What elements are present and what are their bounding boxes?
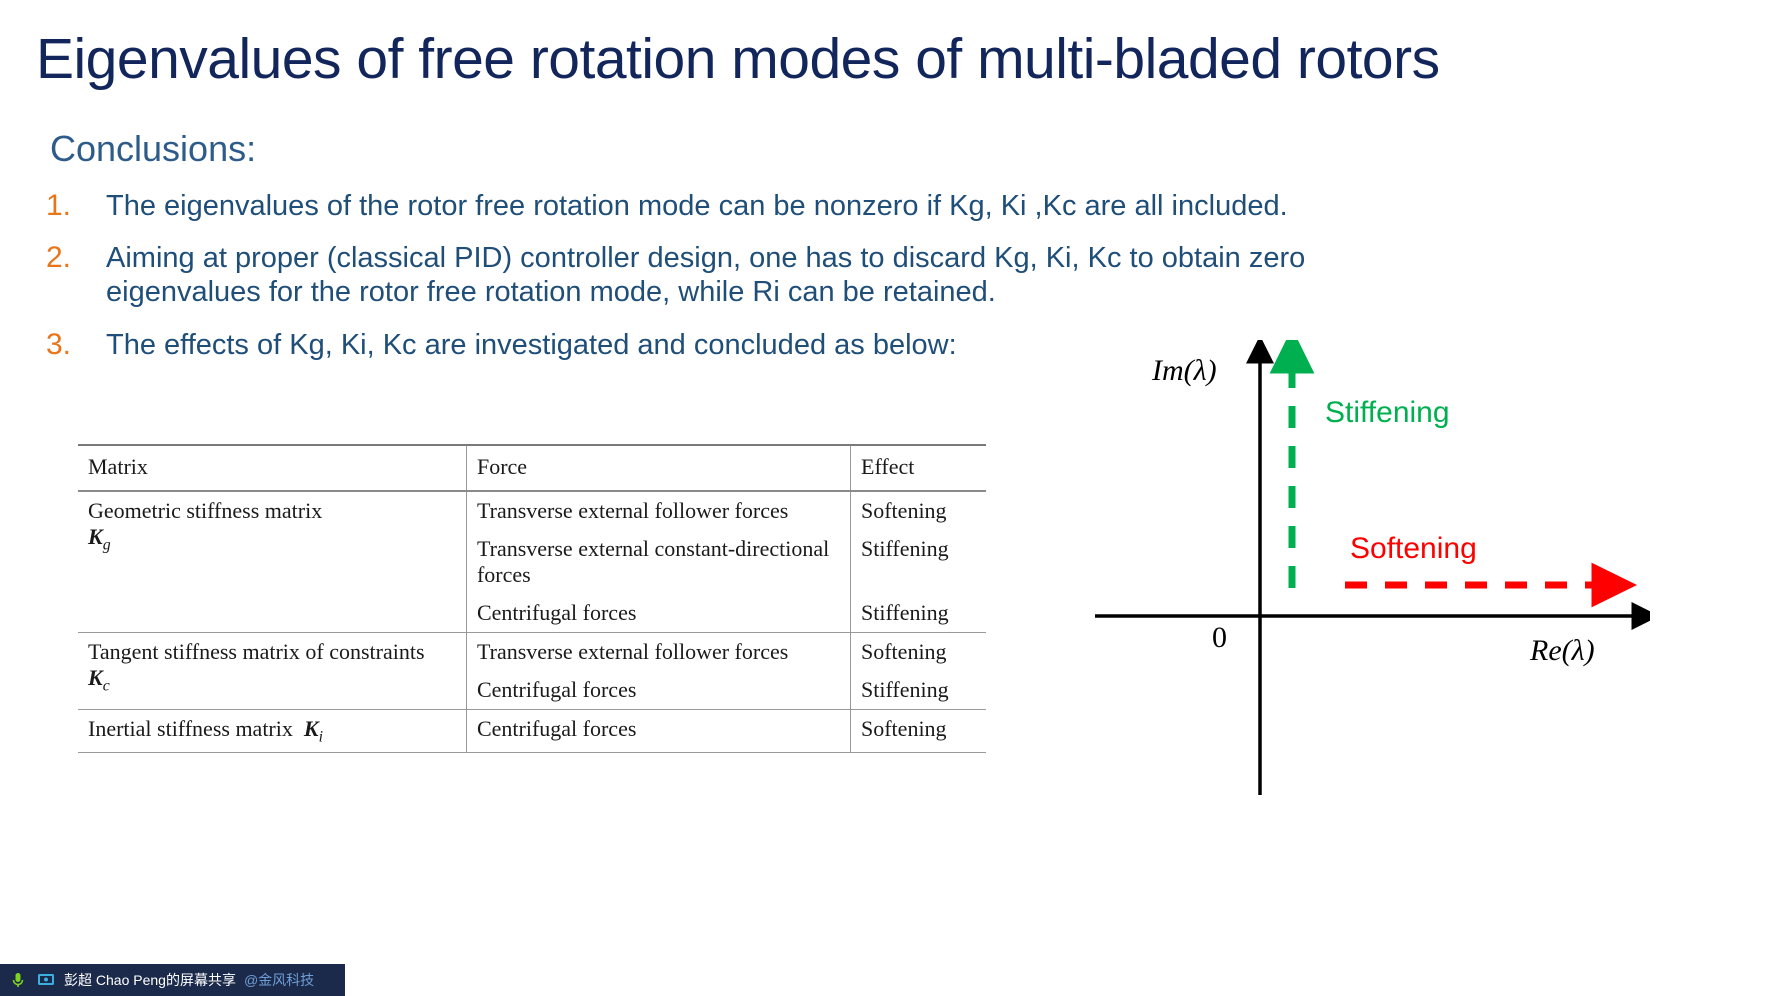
table-row: Geometric stiffness matrix Kg Transverse… — [78, 490, 986, 633]
screen-share-icon[interactable] — [36, 970, 56, 990]
matrix-symbol-subscript: c — [102, 677, 110, 695]
softening-label: Softening — [1350, 532, 1477, 565]
matrix-symbol-letter: K — [88, 665, 103, 690]
origin-label: 0 — [1212, 621, 1227, 654]
force-cell: Transverse external follower forces — [465, 632, 851, 671]
list-item-text: The eigenvalues of the rotor free rotati… — [106, 190, 1288, 222]
force-cell: Transverse external constant-directional… — [465, 530, 851, 594]
effect-cell: Stiffening — [850, 594, 986, 633]
matrix-cell-geometric: Geometric stiffness matrix Kg — [78, 490, 467, 633]
list-item-number: 3. — [46, 327, 72, 361]
table-row: Tangent stiffness matrix of constraints … — [78, 632, 986, 710]
list-item-number: 2. — [46, 241, 72, 275]
list-item: 2. Aiming at proper (classical PID) cont… — [46, 241, 1466, 309]
matrix-symbol-subscript: g — [102, 536, 111, 554]
screen-share-bar[interactable]: 彭超 Chao Peng的屏幕共享 @金风科技 — [0, 964, 345, 996]
matrix-cell-inertial: Inertial stiffness matrix Ki — [78, 708, 467, 753]
effect-cell: Stiffening — [850, 530, 986, 594]
table-row: Inertial stiffness matrix Ki Centrifugal… — [78, 708, 986, 753]
table-header-row: Matrix Force Effect — [78, 444, 986, 491]
force-cell: Centrifugal forces — [465, 708, 851, 753]
matrix-symbol-letter: K — [88, 524, 103, 549]
list-item-number: 1. — [46, 189, 72, 222]
column-header-force: Force — [465, 444, 851, 491]
share-status-text: 彭超 Chao Peng的屏幕共享 — [64, 972, 236, 988]
matrix-symbol-subscript: i — [318, 728, 323, 746]
force-cell: Centrifugal forces — [465, 671, 851, 710]
effects-table-container: Matrix Force Effect Geometric stiffness … — [78, 444, 986, 754]
matrix-name: Inertial stiffness matrix — [88, 716, 293, 741]
complex-plane-diagram: Im(λ) Re(λ) 0 Stiffening Softening — [1090, 340, 1650, 820]
list-item: 3. The effects of Kg, Ki, Kc are investi… — [46, 328, 1466, 362]
column-header-effect: Effect — [850, 444, 986, 491]
real-axis-label: Re(λ) — [1529, 634, 1595, 667]
effects-table: Matrix Force Effect Geometric stiffness … — [78, 444, 986, 754]
effect-cell: Softening — [850, 490, 986, 530]
matrix-symbol: Kg — [88, 524, 456, 554]
matrix-name: Tangent stiffness matrix of constraints — [88, 639, 425, 664]
force-cell: Centrifugal forces — [465, 594, 851, 633]
table-row: Transverse external constant-directional… — [78, 530, 986, 594]
effect-cell: Stiffening — [850, 671, 986, 710]
matrix-symbol: Ki — [298, 716, 323, 745]
matrix-cell-tangent: Tangent stiffness matrix of constraints … — [78, 632, 467, 710]
column-header-matrix: Matrix — [78, 444, 467, 491]
effect-cell: Softening — [850, 632, 986, 671]
matrix-name: Geometric stiffness matrix — [88, 498, 323, 523]
share-company-label: @金风科技 — [243, 972, 315, 988]
table-row: Centrifugal forces Stiffening — [78, 671, 986, 710]
effect-cell: Softening — [850, 708, 986, 753]
table-bottom-rule — [78, 752, 986, 754]
matrix-symbol: Kc — [88, 665, 456, 695]
imaginary-axis-label: Im(λ) — [1151, 354, 1217, 387]
matrix-symbol-letter: K — [303, 716, 319, 741]
table-row: Centrifugal forces Stiffening — [78, 594, 986, 633]
stiffening-label: Stiffening — [1325, 396, 1450, 429]
list-item-text: The effects of Kg, Ki, Kc are investigat… — [106, 328, 957, 361]
complex-plane-svg: Im(λ) Re(λ) 0 Stiffening Softening — [1095, 340, 1650, 795]
list-item-text: Aiming at proper (classical PID) control… — [106, 242, 1306, 309]
conclusions-list: 1. The eigenvalues of the rotor free rot… — [46, 189, 1466, 380]
force-cell: Transverse external follower forces — [465, 490, 851, 530]
page-title: Eigenvalues of free rotation modes of mu… — [36, 27, 1440, 91]
conclusions-heading: Conclusions: — [50, 128, 257, 169]
microphone-icon[interactable] — [8, 970, 28, 990]
list-item: 1. The eigenvalues of the rotor free rot… — [46, 189, 1466, 223]
